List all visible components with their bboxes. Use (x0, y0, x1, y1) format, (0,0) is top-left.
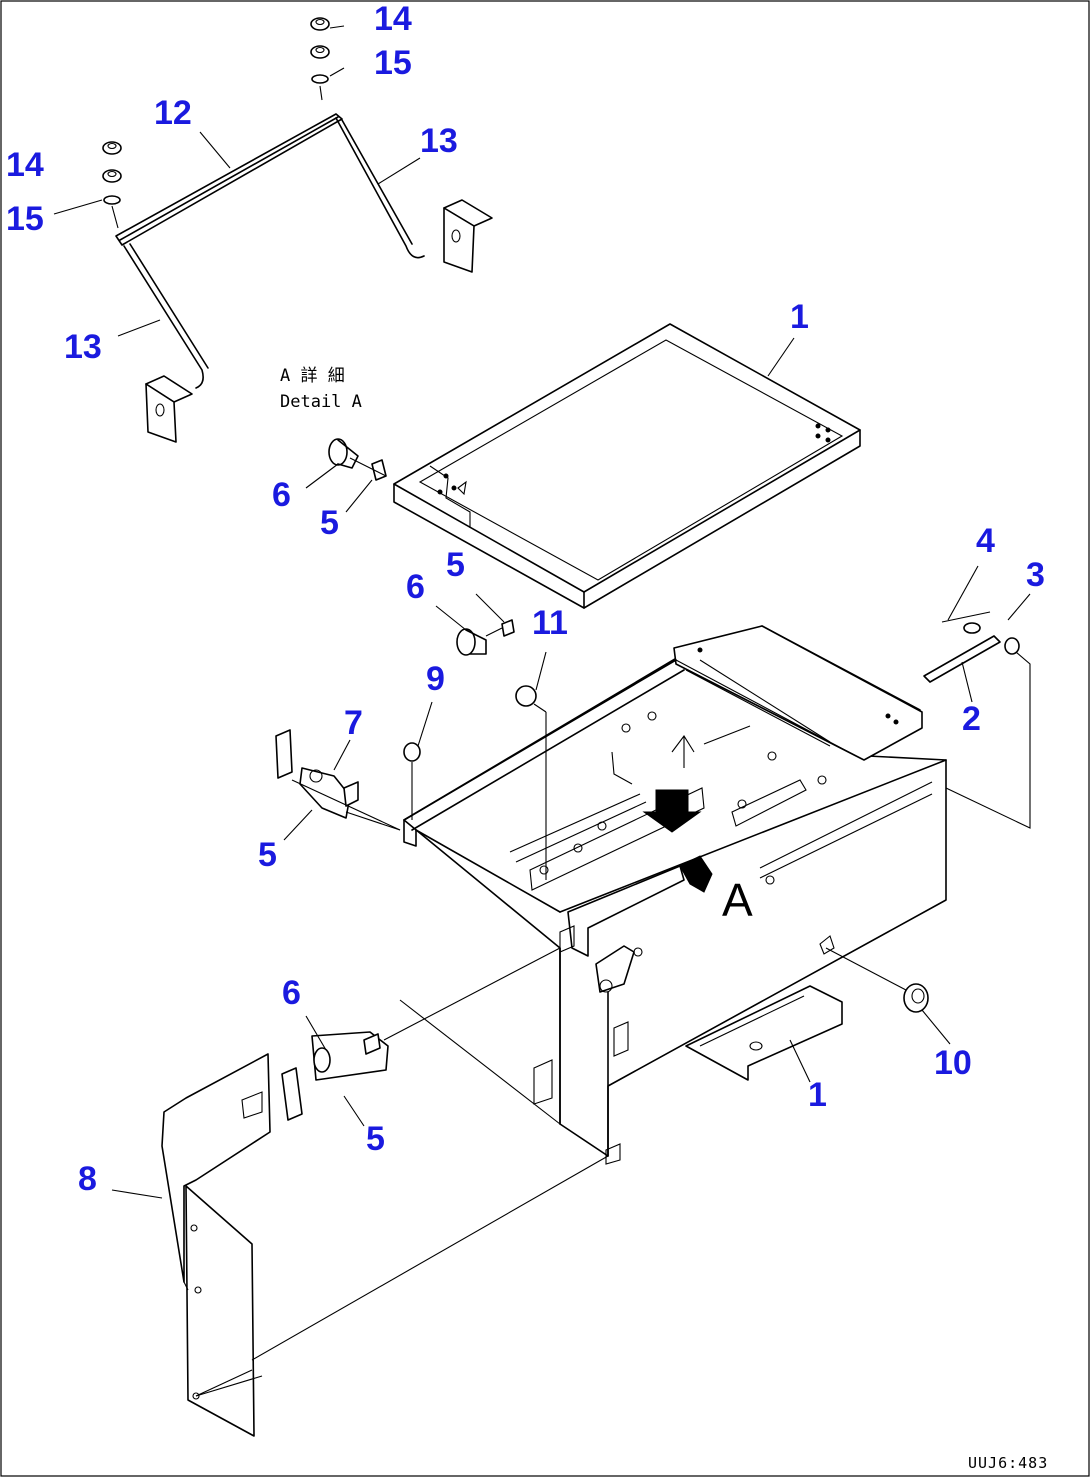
callout-5-c: 5 (258, 836, 277, 874)
detail-label-jp: A 詳 細 (280, 366, 345, 386)
callout-12: 12 (154, 94, 192, 132)
callout-13-right: 13 (420, 122, 458, 160)
callout-15-top: 15 (374, 44, 412, 82)
detail-label-en: Detail A (280, 392, 362, 412)
bumper-11 (515, 685, 547, 880)
callout-5-a: 5 (320, 504, 339, 542)
link-bar-12 (115, 113, 343, 246)
nut-stack-left (102, 141, 122, 229)
nut-stack-top (310, 17, 330, 101)
view-marker: A (722, 874, 753, 926)
callout-9: 9 (426, 660, 445, 698)
callout-labels: 14 15 12 13 14 15 13 1 6 5 5 6 11 4 3 2 … (6, 0, 1045, 1198)
knob-10 (903, 983, 929, 1013)
side-cover-8 (161, 1053, 609, 1437)
callout-1-top: 1 (790, 298, 809, 336)
callout-14-left: 14 (6, 146, 44, 184)
detail-a-linkage: A 詳 細 Detail A (102, 17, 493, 443)
battery-box: A (403, 625, 947, 1165)
link-rod-13-right (335, 117, 493, 273)
drawing-code: UUJ6:483 (968, 1454, 1048, 1472)
view-arrow-down-icon (642, 789, 702, 833)
callout-7: 7 (344, 704, 363, 742)
lid-panel (393, 323, 861, 609)
callout-13-left: 13 (64, 328, 102, 366)
callout-10: 10 (934, 1044, 972, 1082)
stopper-9 (403, 742, 421, 820)
assembly-lines (291, 779, 561, 1125)
callout-6-c: 6 (282, 974, 301, 1012)
callout-8: 8 (78, 1160, 97, 1198)
callout-5-b: 5 (446, 546, 465, 584)
callout-6-a: 6 (272, 476, 291, 514)
lock-6-b (456, 619, 515, 656)
callout-14-top: 14 (374, 0, 412, 38)
callout-15-left: 15 (6, 200, 44, 238)
lock-6-c-assembly (281, 947, 561, 1121)
view-arrow-side-icon (679, 855, 713, 893)
prop-rod-assembly (923, 611, 1031, 829)
link-rod-13-left (123, 243, 209, 443)
callout-2: 2 (962, 700, 981, 738)
callout-5-d: 5 (366, 1120, 385, 1158)
callout-11: 11 (532, 604, 568, 642)
callout-6-b: 6 (406, 568, 425, 606)
latch-7-assembly (275, 729, 401, 831)
leader-lines (53, 25, 1031, 1199)
callout-3: 3 (1026, 556, 1045, 594)
callout-1-bottom: 1 (808, 1076, 827, 1114)
callout-4: 4 (976, 522, 995, 560)
lock-6-a (328, 438, 387, 481)
